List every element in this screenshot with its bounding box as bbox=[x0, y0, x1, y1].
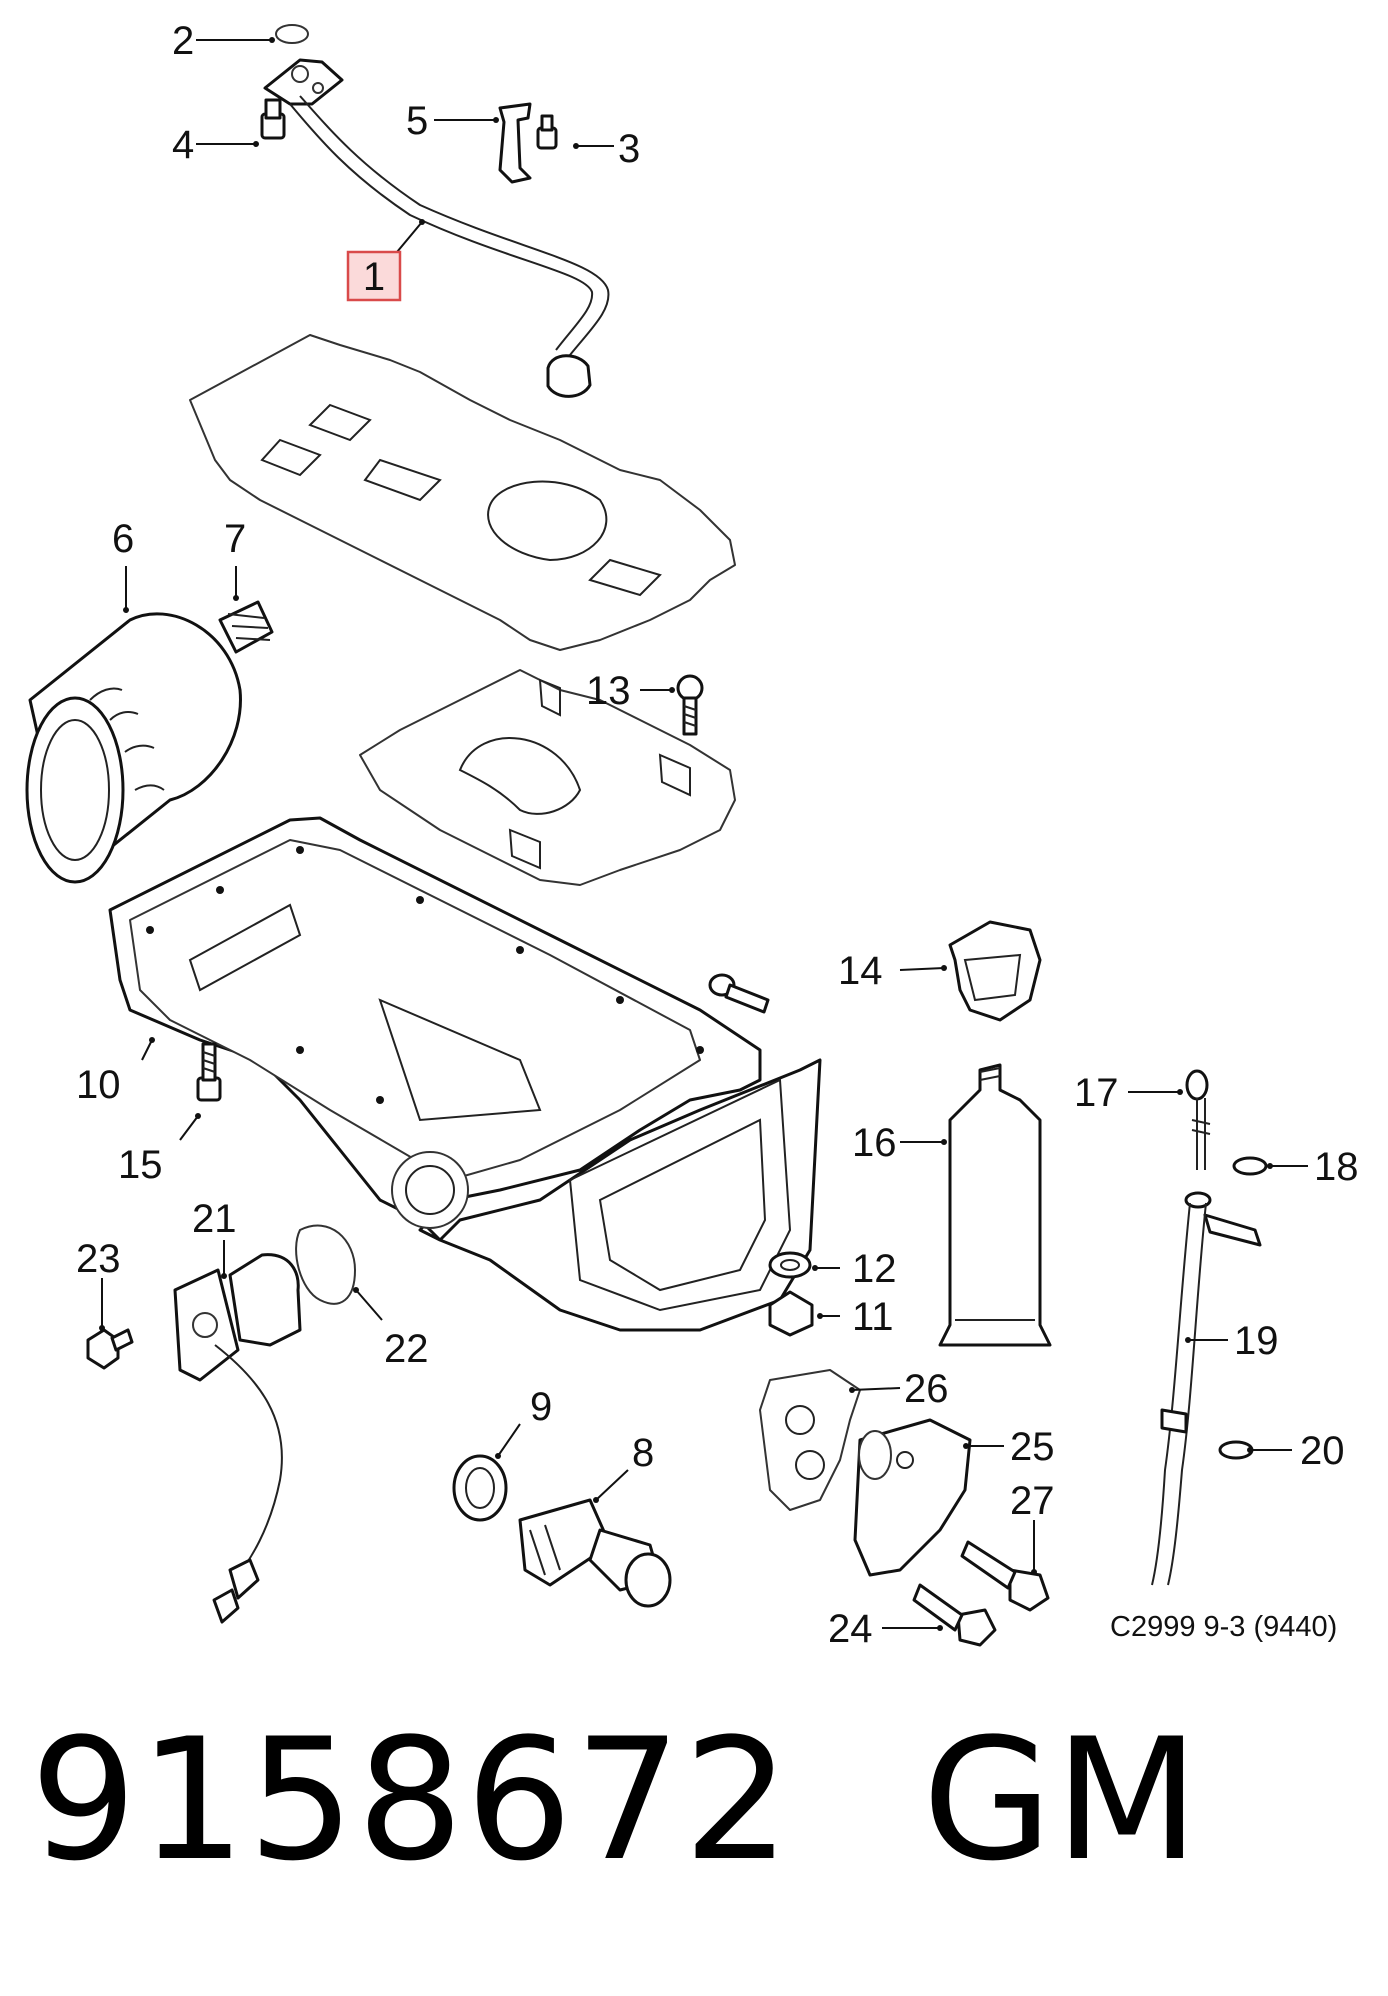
part-25-adapter-housing bbox=[853, 1418, 972, 1577]
part-12-washer bbox=[768, 1251, 812, 1279]
callout-13: 13 bbox=[586, 669, 631, 713]
callout-26: 26 bbox=[904, 1367, 949, 1411]
part-11-drain-plug bbox=[768, 1290, 814, 1337]
part-14-clip bbox=[948, 920, 1042, 1022]
callout-5: 5 bbox=[406, 99, 428, 143]
part-4-bolt bbox=[260, 98, 286, 140]
part-number: 9158672 bbox=[30, 1702, 793, 1898]
callout-25: 25 bbox=[1010, 1425, 1055, 1469]
part-16-sealant-tube bbox=[938, 1063, 1052, 1347]
callout-27: 27 bbox=[1010, 1479, 1055, 1523]
part-21-oil-level-sensor bbox=[173, 1253, 302, 1624]
part-13-bolt bbox=[676, 674, 704, 736]
part-1-oil-pipe bbox=[263, 58, 610, 398]
callout-4: 4 bbox=[172, 123, 194, 167]
callout-20: 20 bbox=[1300, 1429, 1345, 1473]
exploded-parts-diagram: 1 2 3 4 5 6 7 8 9 10 11 12 13 14 15 16 1… bbox=[25, 19, 1359, 1651]
callout-24: 24 bbox=[828, 1607, 873, 1651]
callout-9: 9 bbox=[530, 1385, 552, 1429]
part-number-footer: 9158672 GM bbox=[30, 1700, 1370, 1900]
pan-side-bolt bbox=[708, 973, 770, 1014]
diagram-reference-code: C2999 9-3 (9440) bbox=[1110, 1611, 1337, 1643]
part-18-o-ring bbox=[1232, 1156, 1268, 1176]
callout-12: 12 bbox=[852, 1247, 897, 1291]
callout-14: 14 bbox=[838, 949, 883, 993]
part-5-bracket bbox=[498, 102, 532, 184]
callout-21: 21 bbox=[192, 1197, 237, 1241]
callout-18: 18 bbox=[1314, 1145, 1359, 1189]
part-27-bolt bbox=[960, 1540, 1050, 1612]
callout-15: 15 bbox=[118, 1143, 163, 1187]
part-3-bolt bbox=[536, 114, 558, 150]
part-6-oil-filter bbox=[25, 612, 242, 884]
callout-6: 6 bbox=[112, 517, 134, 561]
callout-1: 1 bbox=[363, 255, 385, 299]
callout-11: 11 bbox=[852, 1295, 894, 1339]
callout-19: 19 bbox=[1234, 1319, 1279, 1363]
part-23-bolt bbox=[86, 1328, 134, 1370]
part-9-washer bbox=[452, 1454, 508, 1522]
part-15-bolt bbox=[196, 1042, 222, 1102]
part-7-nipple bbox=[218, 600, 274, 654]
part-10-oil-pan bbox=[108, 816, 822, 1332]
part-26-gasket bbox=[759, 1369, 861, 1511]
callout-23: 23 bbox=[76, 1237, 121, 1281]
lower-baffle-plate bbox=[359, 669, 736, 886]
callout-labels: 1 2 3 4 5 6 7 8 9 10 11 12 13 14 15 16 1… bbox=[76, 19, 1359, 1651]
part-22-gasket bbox=[295, 1224, 356, 1305]
leader-lines bbox=[99, 37, 1308, 1631]
callout-17: 17 bbox=[1074, 1071, 1119, 1115]
part-2-o-ring bbox=[275, 24, 309, 44]
part-24-bolt bbox=[912, 1583, 997, 1647]
part-17-dipstick bbox=[1185, 1069, 1211, 1170]
callout-7: 7 bbox=[224, 517, 246, 561]
brand-name: GM bbox=[922, 1702, 1202, 1898]
callout-10: 10 bbox=[76, 1063, 121, 1107]
callout-3: 3 bbox=[618, 127, 640, 171]
part-8-pressure-switch bbox=[518, 1498, 672, 1608]
callout-2: 2 bbox=[172, 19, 194, 63]
callout-16: 16 bbox=[852, 1121, 897, 1165]
part-19-dipstick-tube bbox=[1151, 1191, 1262, 1586]
highlight-box-part-1 bbox=[346, 250, 402, 302]
callout-22: 22 bbox=[384, 1327, 429, 1371]
upper-baffle-plate bbox=[189, 334, 736, 651]
callout-8: 8 bbox=[632, 1431, 654, 1475]
